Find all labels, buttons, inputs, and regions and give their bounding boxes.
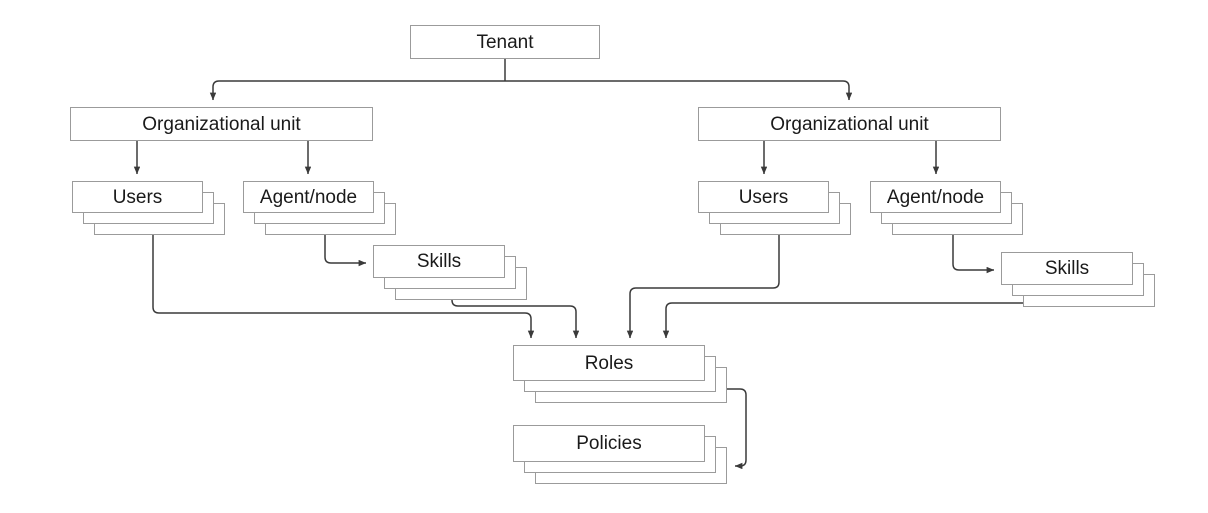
node-skills-left[interactable]: Skills [373, 245, 505, 278]
edge-tenant-to-org-unit-right [505, 80, 853, 101]
node-roles-label: Roles [584, 352, 634, 374]
node-users-left[interactable]: Users [72, 181, 203, 213]
node-agent-node-right[interactable]: Agent/node [870, 181, 1001, 213]
node-users-right[interactable]: Users [698, 181, 829, 213]
edge-users-right-to-roles [626, 233, 780, 339]
node-policies[interactable]: Policies [513, 425, 705, 462]
node-tenant[interactable]: Tenant [410, 25, 600, 59]
node-agent-node-left-label: Agent/node [259, 186, 358, 208]
edge-skills-left-to-roles [451, 299, 580, 339]
node-skills-left-label: Skills [416, 251, 462, 272]
node-org-unit-right[interactable]: Organizational unit [698, 107, 1001, 141]
node-skills-right-label: Skills [1044, 258, 1090, 279]
node-org-unit-left[interactable]: Organizational unit [70, 107, 373, 141]
node-agent-node-left[interactable]: Agent/node [243, 181, 374, 213]
node-users-right-label: Users [738, 186, 789, 208]
edge-skills-right-to-roles [662, 296, 1049, 339]
node-org-unit-left-label: Organizational unit [142, 113, 301, 135]
node-tenant-label: Tenant [476, 31, 534, 53]
node-org-unit-right-label: Organizational unit [770, 113, 929, 135]
edge-tenant-to-org-unit-left [209, 80, 505, 101]
edge-agent-node-right-to-skills-right [952, 233, 995, 274]
edge-agent-node-left-to-skills-left [324, 233, 367, 267]
node-policies-label: Policies [576, 433, 642, 454]
node-agent-node-right-label: Agent/node [886, 186, 985, 208]
edge-users-left-to-roles [152, 233, 535, 339]
node-skills-right[interactable]: Skills [1001, 252, 1133, 285]
edge-roles-to-policies [727, 388, 747, 470]
node-users-left-label: Users [112, 186, 163, 208]
node-roles[interactable]: Roles [513, 345, 705, 381]
